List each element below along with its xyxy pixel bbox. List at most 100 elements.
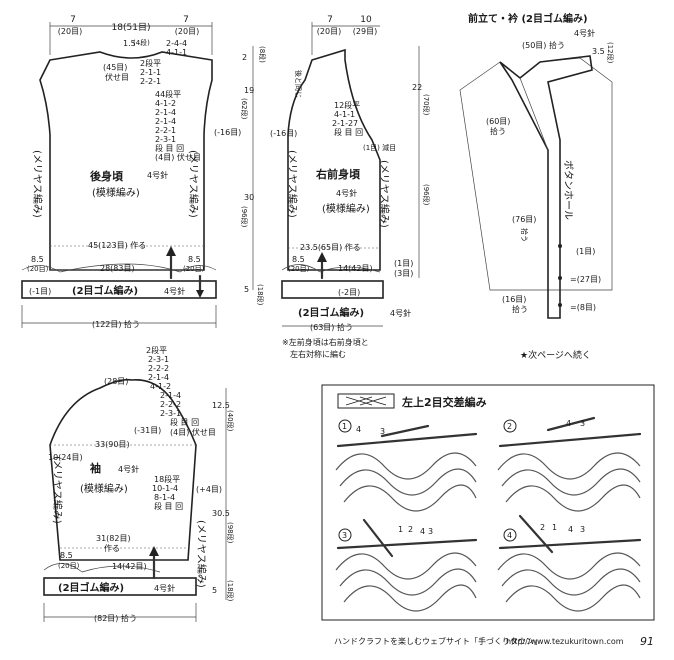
back-rib-right-width: 8.5 xyxy=(188,255,201,264)
cable-step-1-num-a: 4 xyxy=(356,425,361,434)
band-neck-pickup: (60目) xyxy=(486,117,510,126)
cable-step-2-num-b: 3 xyxy=(580,419,585,428)
cable-step-3-num-b: 2 xyxy=(408,525,413,534)
sleeve-cap-shaping-6: 2-2-2 xyxy=(160,400,181,409)
sleeve-inc-shaping-2: 8-1-4 xyxy=(154,493,175,502)
back-rib-mid-width: 28(83目) xyxy=(100,264,135,273)
back-neck-bind-count: (45目) xyxy=(103,63,127,72)
front-top-left-stitches: (20目) xyxy=(317,27,341,36)
back-arm-shaping-5: 2-3-1 xyxy=(155,135,176,144)
back-rib-decrease: (-1目) xyxy=(29,287,51,296)
front-rib-height: 5 xyxy=(244,285,249,294)
back-neck-shaping-1: 4-1-1 xyxy=(166,48,187,57)
back-arm-shaping-4: 2-2-1 xyxy=(155,126,176,135)
cable-step-3-number: 3 xyxy=(342,531,347,540)
sleeve-outline xyxy=(49,378,197,561)
sleeve-title: 袖 xyxy=(90,461,101,475)
sleeve-increase: (+4目) xyxy=(196,485,222,494)
front-top-right-width: 10 xyxy=(360,15,372,25)
sleeve-body-height-rows: (98段) xyxy=(226,522,235,544)
back-needle: 4号針 xyxy=(147,170,168,180)
front-arm-height-rows: (62段) xyxy=(240,98,249,120)
front-side-right-label: (メリヤス編み) xyxy=(378,160,391,228)
back-rib-label: (2目ゴム編み) xyxy=(72,284,138,297)
back-side-left-label: (メリヤス編み) xyxy=(31,150,44,218)
band-needle: 4号針 xyxy=(574,28,595,38)
sleeve-side-left-label: (メリヤス編み) xyxy=(51,456,64,524)
sleeve-cap-labels-1: (4目) 伏せ目 xyxy=(170,427,216,437)
front-rib-right-rows2: (3目) xyxy=(394,269,413,278)
back-neck-bind-label: 伏せ目 xyxy=(105,72,129,82)
cable-step-2-number: 2 xyxy=(507,422,512,431)
sleeve-side-right-label: (メリヤス編み) xyxy=(195,520,208,588)
front-top-left-width: 7 xyxy=(327,15,333,25)
page-number: 91 xyxy=(640,635,654,648)
band-buttonhole-gap: =(27目) xyxy=(570,275,601,284)
cable-step-4-number: 4 xyxy=(507,531,512,540)
cable-step-4-num-c: 4 xyxy=(568,525,573,534)
band-bottom-pickup: (16目) xyxy=(502,295,526,304)
band-shape xyxy=(499,55,593,319)
back-side-right-label: (メリヤス編み) xyxy=(187,150,200,218)
cable-step-2-num-a: 4 xyxy=(566,419,571,428)
sleeve-rib-left-stitches: (20目) xyxy=(58,562,80,570)
back-arm-decrease: (-16目) xyxy=(214,128,241,137)
band-front-pickup2: 拾う xyxy=(520,228,529,242)
cable-step-3-num-c: 4 xyxy=(420,527,425,536)
cable-step-3-num-a: 1 xyxy=(398,525,403,534)
back-arm-shaping-3: 2-1-4 xyxy=(155,117,176,126)
front-neck-shaping-2: 2-1-27 xyxy=(332,119,358,128)
footer-text: ハンドクラフトを楽しむウェブサイト「手づくりタウン」 xyxy=(334,636,542,646)
cable-step-3: 3 1 2 4 3 xyxy=(335,518,478,612)
sleeve-cap-shaping-1: 2-3-1 xyxy=(148,355,169,364)
back-top-mid-width: 18(51目) xyxy=(112,22,151,33)
front-needle: 4号針 xyxy=(336,188,357,198)
sleeve-body-height: 30.5 xyxy=(212,509,230,518)
sleeve-inc-shaping-1: 10-1-4 xyxy=(152,484,178,493)
sleeve-cap-shaping-5: 2-1-4 xyxy=(160,391,181,400)
back-neck-rows-2: 2-2-1 xyxy=(140,77,161,86)
cable-step-4-num-b: 1 xyxy=(552,523,557,532)
front-rib-right-rows: (1目) xyxy=(394,259,413,268)
front-pattern: (模様編み) xyxy=(322,202,370,215)
band-collar-width: 3.5 xyxy=(592,47,605,56)
sleeve-mid-width: 33(90目) xyxy=(95,440,130,449)
band-collar-diagram: 前立て・衿 (2目ゴム編み) 4号針 (50目) 拾う 3.5 (12段) (6… xyxy=(459,12,615,361)
front-arm-height: 19 xyxy=(244,86,254,95)
front-total-height: 22 xyxy=(412,83,422,92)
back-rib-left-width: 8.5 xyxy=(31,255,44,264)
sleeve-cap-shaping-0: 2段平 xyxy=(146,345,167,355)
cable-step-1: 1 4 3 xyxy=(335,419,478,512)
sleeve-rib-height: 5 xyxy=(212,586,217,595)
front-rib-height-rows: (18段) xyxy=(256,284,265,306)
front-neck-decrease: (1目) 減目 xyxy=(363,143,396,152)
sleeve-rib-height-rows: (18段) xyxy=(226,580,235,602)
sleeve-rib-left-width: 8.5 xyxy=(60,551,73,560)
back-rib-needle: 4号針 xyxy=(164,286,185,296)
cable-step-4: 4 2 1 4 3 xyxy=(497,514,642,612)
front-rib-needle: 4号針 xyxy=(390,308,411,318)
sleeve-needle: 4号針 xyxy=(118,464,139,474)
back-pickup: (122目) 拾う xyxy=(92,319,140,329)
sleeve-pattern: (模様編み) xyxy=(80,482,128,495)
cable-step-3-num-d: 3 xyxy=(428,527,433,536)
band-buttonhole-gap2: =(8目) xyxy=(570,303,596,312)
back-neck-depth-rows: (4段) xyxy=(133,38,150,47)
front-rib-mid-width: 14(42目) xyxy=(338,264,373,273)
back-top-right-stitches: (20目) xyxy=(175,27,199,36)
band-buttonhole-stitch: (1目) xyxy=(576,247,595,256)
cable-symbol xyxy=(337,393,395,409)
back-rib-left-stitches: (20目) xyxy=(27,265,49,273)
sleeve-inc-shaping-0: 18段平 xyxy=(154,474,180,484)
band-front-pickup: (76目) xyxy=(512,215,536,224)
cable-illustration: 左上2目交差編み 1 4 3 2 4 3 3 xyxy=(321,384,655,621)
band-title: 前立て・衿 (2目ゴム編み) xyxy=(468,12,588,25)
back-top-left-stitches: (20目) xyxy=(58,27,82,36)
back-rib-right-stitches: (20目) xyxy=(183,265,205,273)
footer-url[interactable]: http://www.tezukuritown.com xyxy=(506,637,624,646)
front-body-height-rows: (96段) xyxy=(240,206,249,228)
back-arm-labels-0: 段 目 回 xyxy=(155,143,184,153)
front-top-height: 2 xyxy=(242,53,247,62)
front-outline xyxy=(287,48,381,271)
